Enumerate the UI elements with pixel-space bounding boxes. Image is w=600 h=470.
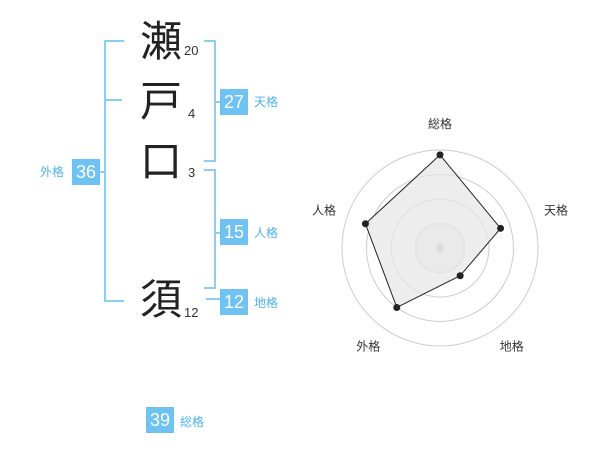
stroke-count-1: 20: [184, 43, 199, 58]
radar-point-3: [456, 272, 464, 280]
gaikaku-value: 36: [72, 159, 100, 185]
radar-axis-label-2: 天格: [544, 202, 568, 217]
radar-axis-label-1: 総格: [428, 116, 452, 131]
gaikaku-bracket-tick-2: [96, 171, 104, 173]
radar-point-1: [436, 151, 444, 159]
name-char-2: 戸: [140, 77, 183, 126]
radar-point-5: [361, 220, 369, 228]
radar-axis-label-5: 人格: [312, 202, 336, 217]
tenkaku-label: 天格: [254, 95, 279, 109]
radar-axis-label-3: 地格: [500, 339, 524, 354]
name-char-4: 須: [140, 275, 183, 324]
gaikaku-label: 外格: [40, 165, 65, 179]
gaikaku-bracket: [104, 40, 124, 302]
radar-value-polygon: [364, 154, 502, 309]
name-char-3: 口: [140, 137, 183, 186]
jinkaku-bracket-tick: [214, 232, 222, 234]
stroke-count-2: 4: [188, 106, 196, 121]
jinkaku-label: 人格: [254, 226, 279, 240]
jinkaku-bracket: [204, 169, 216, 289]
radar-grid-ring: [341, 149, 539, 347]
jinkaku-value: 15: [220, 219, 248, 245]
tenkaku-bracket-tick: [214, 101, 222, 103]
stroke-count-4: 12: [184, 305, 199, 320]
stroke-count-3: 3: [188, 165, 196, 180]
tenkaku-value: 27: [220, 89, 248, 115]
radar-points: [361, 151, 505, 311]
chikaku-value: 12: [220, 289, 248, 315]
chikaku-label: 地格: [254, 296, 279, 310]
radar-point-2: [497, 224, 505, 232]
soukaku-label: 総格: [180, 415, 205, 429]
chikaku-bracket-tick: [206, 298, 220, 300]
gaikaku-bracket-tick-1: [104, 99, 122, 101]
radar-point-4: [393, 303, 401, 311]
soukaku-value: 39: [146, 407, 174, 433]
radar-axis-label-4: 外格: [356, 339, 380, 354]
name-char-1: 瀬: [140, 17, 183, 66]
